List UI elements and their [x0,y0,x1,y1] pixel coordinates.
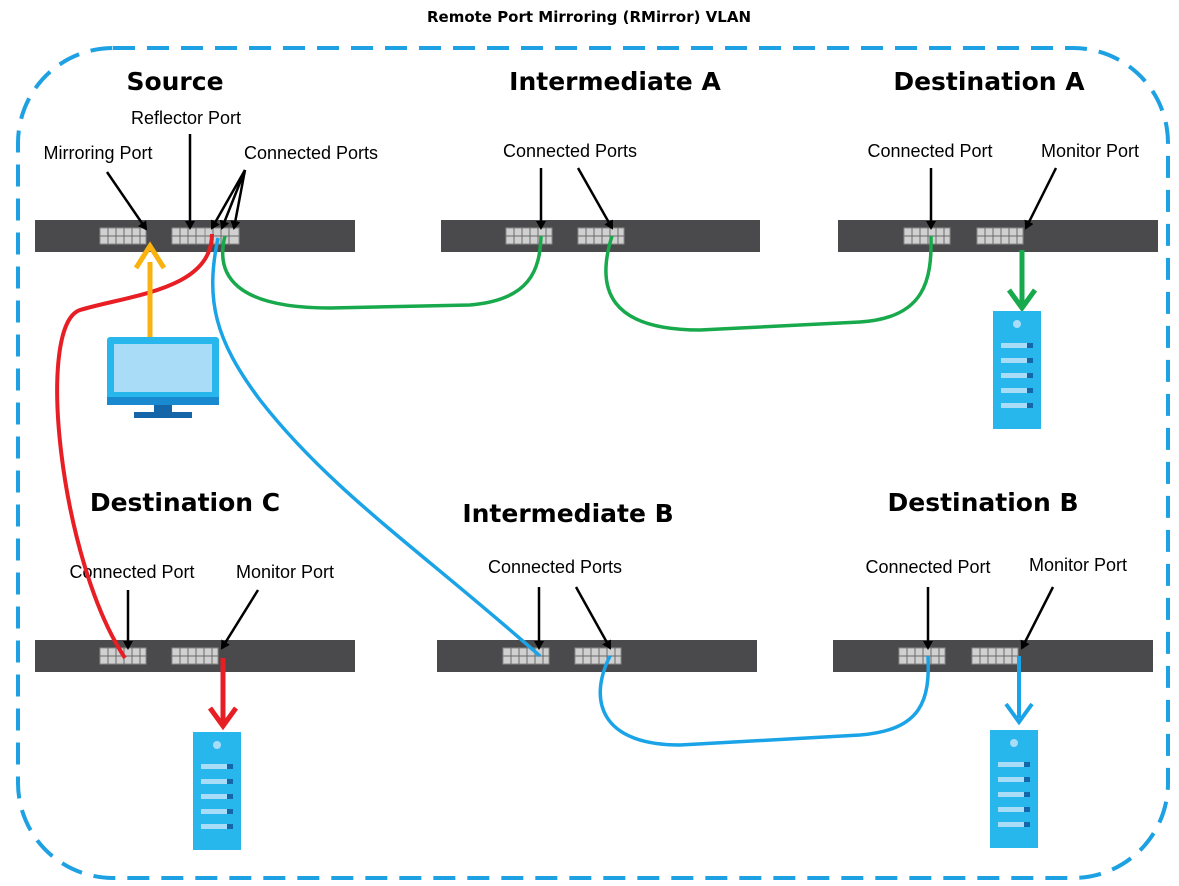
arrow-source-connected-1 [210,169,247,230]
node-title-intermediate-b: Intermediate B [462,499,673,528]
node-title-destination-c: Destination C [90,488,280,517]
label-mirroring-port: Mirroring Port [43,143,152,163]
arrow-source-connected-2 [219,169,247,230]
label-source-connected-ports: Connected Ports [244,143,378,163]
switch-source [35,220,355,252]
server-tower-icon-destination-b [990,730,1038,848]
arrow-da-monitor [1024,167,1058,230]
orange-mirror-arrow [133,241,167,338]
arrow-mirroring-port [105,171,148,231]
blue-monitor-arrow [1004,656,1034,726]
arrow-source-connected-3 [230,169,247,230]
label-da-connected-port: Connected Port [867,141,992,161]
node-title-destination-b: Destination B [887,488,1078,517]
green-monitor-arrow [1006,250,1038,313]
vlan-boundary [16,46,1170,880]
switch-intermediate-b [437,640,757,672]
label-ib-connected-ports: Connected Ports [488,557,622,577]
server-tower-icon-destination-c [193,732,241,850]
label-da-monitor-port: Monitor Port [1041,141,1139,161]
link-red-source-to-dc [55,233,214,660]
switch-destination-a [838,220,1158,252]
pointer-arrows [105,134,1058,650]
link-green-ia-to-da [604,235,933,332]
label-ia-connected-ports: Connected Ports [503,141,637,161]
red-monitor-arrow [207,658,239,731]
link-blue-ib-to-db [598,655,931,747]
node-title-destination-a: Destination A [893,67,1085,96]
diagram-title: Remote Port Mirroring (RMirror) VLAN [427,8,751,26]
arrow-ib-connected-2 [574,586,612,650]
arrow-ia-connected-2 [576,167,614,230]
switch-destination-b [833,640,1153,672]
label-db-monitor-port: Monitor Port [1029,555,1127,575]
server-tower-icon-destination-a [993,311,1041,429]
node-title-intermediate-a: Intermediate A [509,67,721,96]
label-db-connected-port: Connected Port [865,557,990,577]
arrow-db-monitor [1020,586,1055,650]
label-dc-connected-port: Connected Port [69,562,194,582]
desktop-monitor-icon [107,337,219,418]
arrow-dc-monitor [220,589,260,650]
node-title-source: Source [126,67,223,96]
switch-intermediate-a [441,220,760,252]
link-green-source-to-ia [220,235,543,310]
label-reflector-port: Reflector Port [131,108,241,128]
switch-destination-c [35,640,355,672]
link-blue-source-to-ib [211,237,542,658]
label-dc-monitor-port: Monitor Port [236,562,334,582]
